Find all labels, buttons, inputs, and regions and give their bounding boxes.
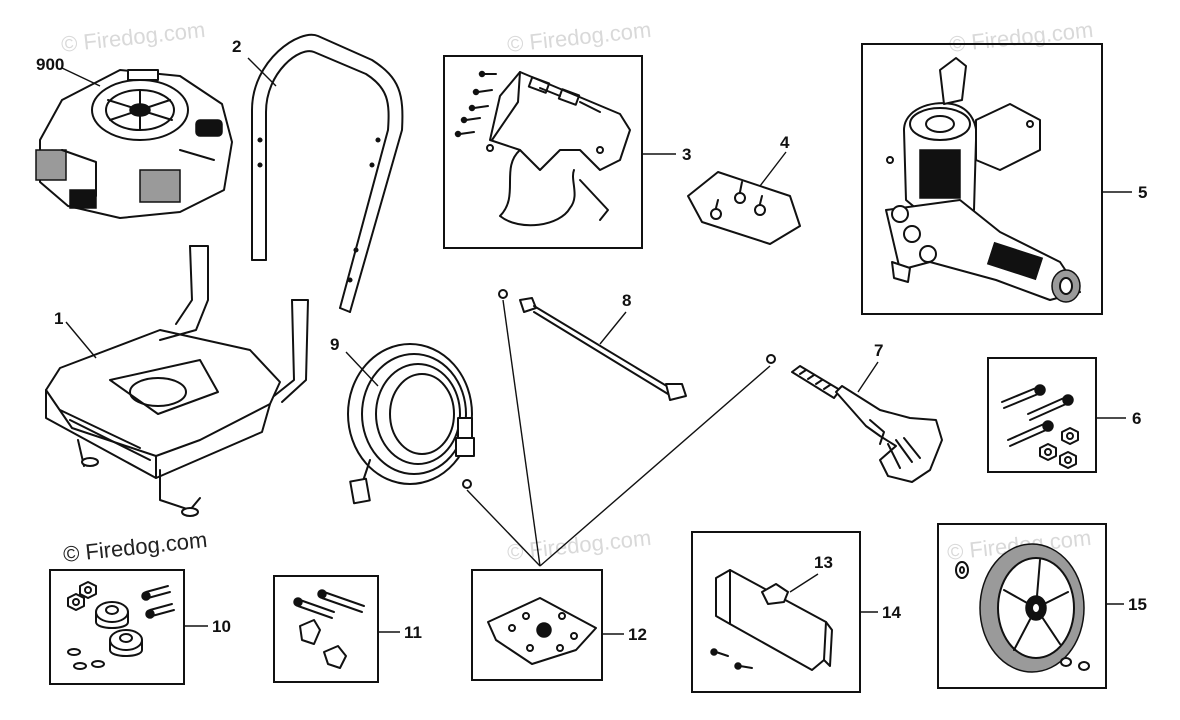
leader-line (789, 573, 819, 593)
watermark: © Firedog.com (506, 525, 652, 565)
part-11-box (273, 575, 379, 683)
o-ring-leaders (466, 299, 771, 567)
callout-11: 11 (404, 623, 422, 642)
base-frame-icon (45, 245, 309, 517)
callout-8: 8 (622, 291, 631, 310)
wheel-icon (955, 543, 1090, 673)
callout-12: 12 (628, 625, 647, 644)
callout-5: 5 (1138, 183, 1147, 202)
lance-icon (498, 289, 687, 401)
nozzle-holder-icon (715, 569, 833, 671)
watermark: © Firedog.com (506, 17, 652, 57)
screw-icon (710, 648, 753, 670)
handle-hardware-icon (293, 589, 365, 669)
handle-icon (251, 33, 404, 313)
callout-4: 4 (780, 133, 790, 152)
gun-holder-bracket-icon (486, 71, 631, 227)
part-6-box (987, 357, 1097, 473)
callout-7: 7 (874, 341, 883, 360)
hardware-bag-icon (687, 171, 801, 245)
callout-10: 10 (212, 617, 231, 636)
leader-line (759, 151, 787, 187)
engine-icon (35, 69, 233, 219)
part-12-box (471, 569, 603, 681)
part-14-box (691, 531, 861, 693)
callout-14: 14 (882, 603, 901, 622)
callout-9: 9 (330, 335, 339, 354)
part-15-box (937, 523, 1107, 689)
callout-6: 6 (1132, 409, 1141, 428)
callout-900: 900 (36, 55, 64, 74)
screw-icon (454, 70, 497, 138)
watermark: © Firedog.com (60, 17, 206, 57)
leader-line (247, 57, 277, 87)
leader-line (345, 351, 379, 387)
hose-icon (347, 343, 475, 505)
part-3-box (443, 55, 643, 249)
watermark: © Firedog.com (948, 17, 1094, 57)
callout-1: 1 (54, 309, 63, 328)
o-ring-kit-icon (487, 597, 597, 665)
foot-kit-icon (67, 581, 175, 670)
leader-line (599, 311, 627, 345)
callout-13: 13 (814, 553, 833, 572)
part-5-box (861, 43, 1103, 315)
watermark: © Firedog.com (62, 527, 208, 567)
callout-15: 15 (1128, 595, 1147, 614)
leader-line (61, 67, 101, 87)
callout-2: 2 (232, 37, 241, 56)
leader-line (857, 361, 879, 393)
callout-3: 3 (682, 145, 691, 164)
bolt-kit-icon (1001, 384, 1079, 469)
pump-icon (885, 57, 1081, 303)
part-10-box (49, 569, 185, 685)
leader-line (65, 321, 97, 359)
nozzle-icon (761, 583, 789, 605)
spray-gun-icon (766, 354, 943, 483)
